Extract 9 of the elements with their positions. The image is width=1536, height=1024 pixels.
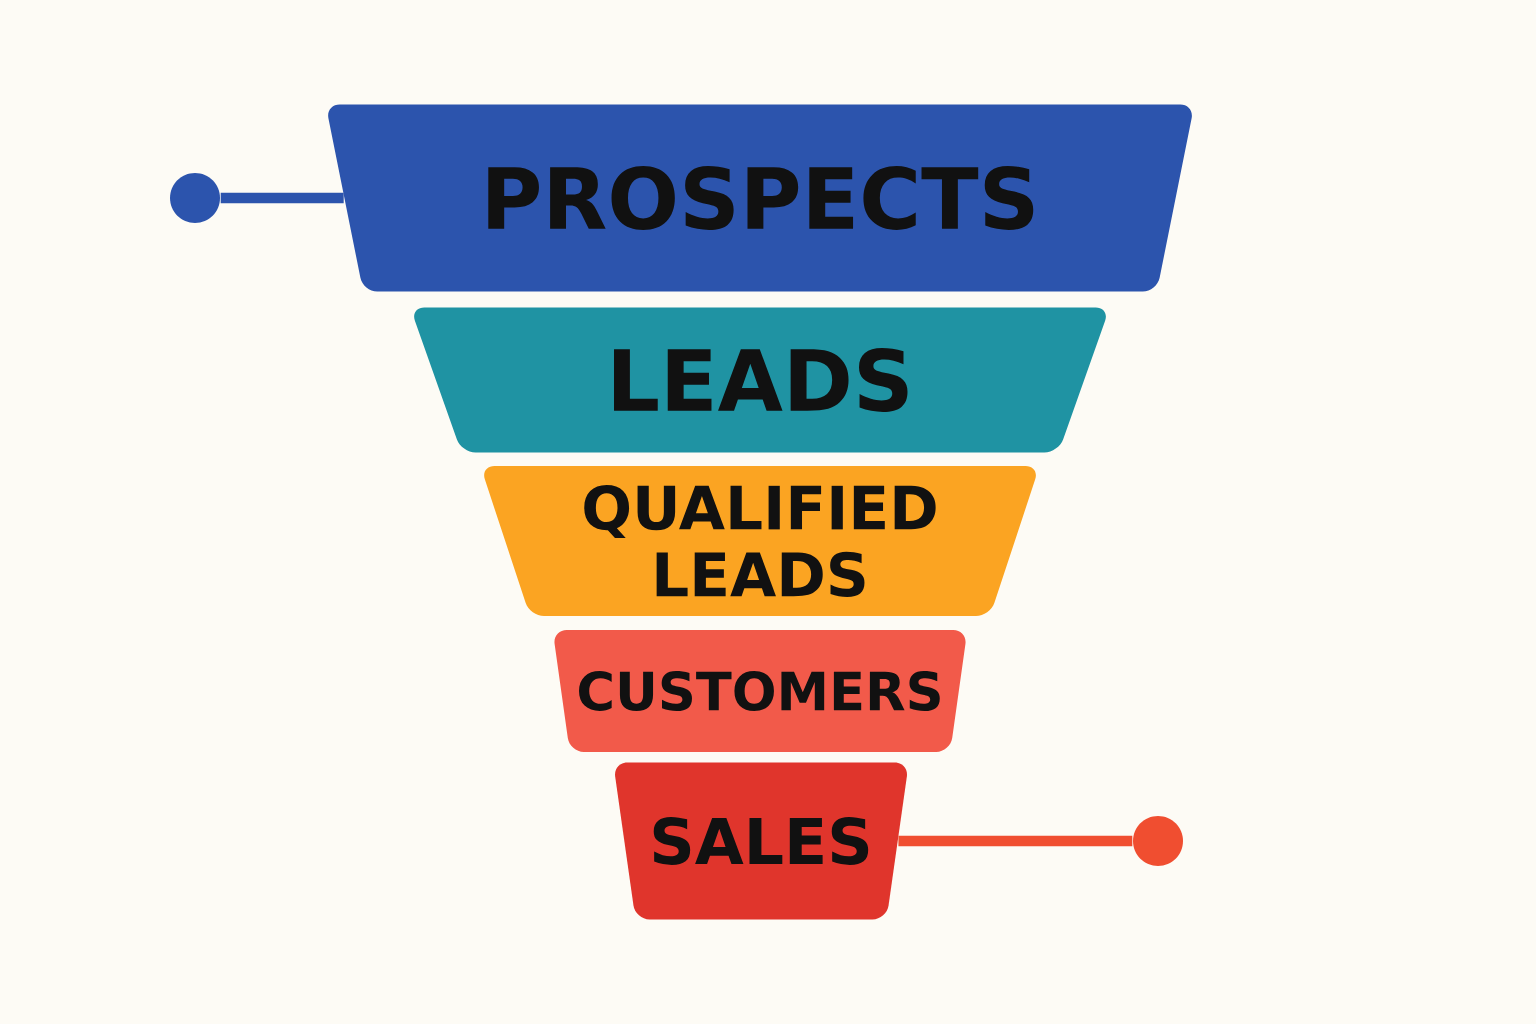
funnel-stage: QUALIFIED LEADS <box>484 466 1036 616</box>
funnel-stage: CUSTOMERS <box>554 630 966 752</box>
funnel-stage: SALES <box>615 762 907 920</box>
connector-line <box>220 192 344 204</box>
dot-marker <box>1133 816 1183 866</box>
dot-marker <box>170 173 220 223</box>
funnel-stage: LEADS <box>414 307 1106 453</box>
funnel-stage: PROSPECTS <box>328 104 1192 292</box>
connector-line <box>898 835 1133 847</box>
